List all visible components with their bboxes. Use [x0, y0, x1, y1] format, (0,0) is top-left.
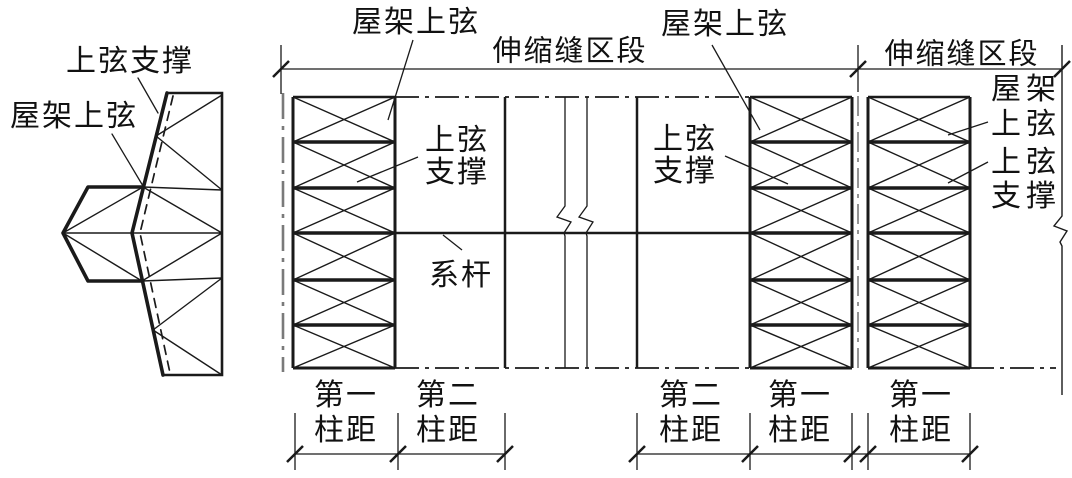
- leader-bracing-left: [356, 156, 419, 183]
- bracing-plan-figure: [272, 39, 1071, 470]
- column-spacing-1-line2: 柱距: [314, 413, 378, 448]
- tie-rod-label: 系杆: [429, 258, 493, 293]
- x-bracing: [749, 96, 853, 369]
- braced-bay-1: [291, 95, 397, 370]
- column-spacing-2-line2: 柱距: [416, 413, 480, 448]
- truss-elevation-figure: [61, 77, 224, 377]
- dimension-ticks: [286, 445, 979, 463]
- dimension-ticks: [272, 60, 1071, 78]
- plan-roof-truss-top-chord-label-1: 屋架上弦: [352, 5, 480, 40]
- elevation-roof-truss-top-chord-label: 屋架上弦: [10, 99, 138, 134]
- centerlines: [281, 93, 859, 372]
- leader-roof-truss-top-chord-1: [387, 39, 414, 121]
- elevation-top-chord-bracing-label: 上弦支撑: [66, 44, 194, 79]
- bracing-label-right-line1: 上弦: [653, 122, 717, 157]
- column-spacing-5-line1: 第一: [889, 378, 953, 413]
- expansion-joint-section-label-right: 伸缩缝区段: [884, 36, 1040, 71]
- braced-bay-joint-left: [748, 95, 854, 370]
- column-spacing-1-line1: 第一: [314, 378, 378, 413]
- leader-roof-truss-top-chord: [111, 133, 144, 187]
- right-label-roof-truss-1: 屋架: [991, 72, 1061, 107]
- braced-bay-joint-right: [866, 95, 972, 370]
- leader-right-top-chord-bracing: [947, 161, 989, 184]
- column-spacing-2-line1: 第二: [416, 378, 480, 413]
- leader-tie-rod: [442, 234, 463, 251]
- bottom-dimension: [286, 413, 979, 470]
- bracing-label-left-line1: 上弦: [425, 123, 489, 158]
- column-spacing-3-line1: 第二: [659, 378, 723, 413]
- plan-leader-lines: [356, 39, 989, 251]
- leader-bracing-right: [724, 155, 789, 185]
- x-bracing: [867, 96, 971, 369]
- top-dimension: [272, 45, 1071, 94]
- expansion-joint-section-label-left: 伸缩缝区段: [492, 33, 648, 68]
- leader-right-roof-truss-top-chord: [947, 121, 989, 136]
- leader-top-chord-bracing: [137, 77, 159, 114]
- column-spacing-4-line2: 柱距: [768, 413, 832, 448]
- right-edge-break-line: [1052, 45, 1069, 395]
- break-lines: [555, 97, 594, 368]
- bracing-label-left-line2: 支撑: [425, 155, 489, 190]
- plan-roof-truss-top-chord-label-2: 屋架上弦: [661, 7, 789, 42]
- x-bracing: [292, 96, 396, 369]
- column-spacing-4-line1: 第一: [768, 378, 832, 413]
- edge-centerlines: [395, 96, 1056, 369]
- leader-roof-truss-top-chord-2: [711, 44, 761, 131]
- right-label-bracing-2: 支撑: [991, 179, 1061, 214]
- right-label-bracing-1: 上弦: [991, 145, 1061, 180]
- column-spacing-3-line2: 柱距: [659, 413, 723, 448]
- bracing-label-right-line2: 支撑: [653, 154, 717, 189]
- column-spacing-5-line2: 柱距: [889, 413, 953, 448]
- right-label-roof-truss-2: 上弦: [991, 107, 1061, 142]
